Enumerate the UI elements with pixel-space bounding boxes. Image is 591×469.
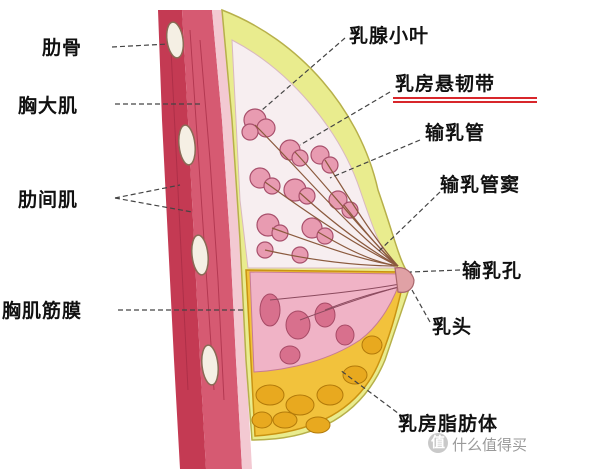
leader-ligaments — [299, 91, 391, 146]
label-nipple: 乳头 — [432, 316, 473, 338]
label-ribs: 肋骨 — [42, 37, 83, 59]
lower-gland-clumps — [259, 293, 355, 365]
label-pectoral-fascia: 胸肌筋膜 — [2, 300, 83, 322]
rib-cross-sections — [165, 21, 219, 386]
label-pectoralis-major: 胸大肌 — [18, 95, 79, 117]
rib-4 — [201, 344, 219, 386]
leader-intercostal-b — [114, 197, 193, 213]
nipple-shape — [394, 267, 415, 293]
leader-adipose — [339, 369, 411, 423]
pectoral-fascia-strip — [212, 10, 252, 469]
label-lactiferous-sinus: 输乳管窦 — [440, 174, 521, 196]
label-adipose-tissue: 乳房脂肪体 — [398, 413, 499, 435]
label-lactiferous-ducts: 输乳管 — [425, 122, 486, 144]
fat-lobules — [251, 335, 383, 434]
watermark-text: 什么值得买 — [452, 436, 528, 454]
lactiferous-duct-lines — [254, 124, 399, 267]
highlight-underline-2 — [393, 101, 537, 103]
rib-1 — [165, 21, 185, 59]
label-suspensory-ligaments: 乳房悬韧带 — [395, 73, 496, 95]
intercostal-muscle-band — [158, 10, 206, 469]
leader-opening — [409, 269, 461, 273]
label-intercostal-muscles: 肋间肌 — [18, 189, 79, 211]
leader-lines — [111, 37, 461, 423]
pectoralis-major-band — [182, 10, 242, 469]
lobule-clusters — [241, 108, 359, 264]
leader-sinus — [377, 191, 441, 253]
label-duct-opening: 输乳孔 — [462, 260, 523, 282]
leader-lobules — [261, 37, 346, 111]
leader-ducts — [329, 139, 421, 179]
rib-3 — [191, 234, 209, 276]
leader-ribs — [111, 43, 169, 48]
label-lobules: 乳腺小叶 — [349, 25, 430, 47]
watermark-logo-icon: 值 — [428, 433, 448, 453]
rib-2 — [178, 124, 196, 166]
leader-nipple — [411, 289, 431, 323]
leader-intercostal-a — [114, 184, 181, 199]
highlight-underline-1 — [393, 97, 537, 99]
